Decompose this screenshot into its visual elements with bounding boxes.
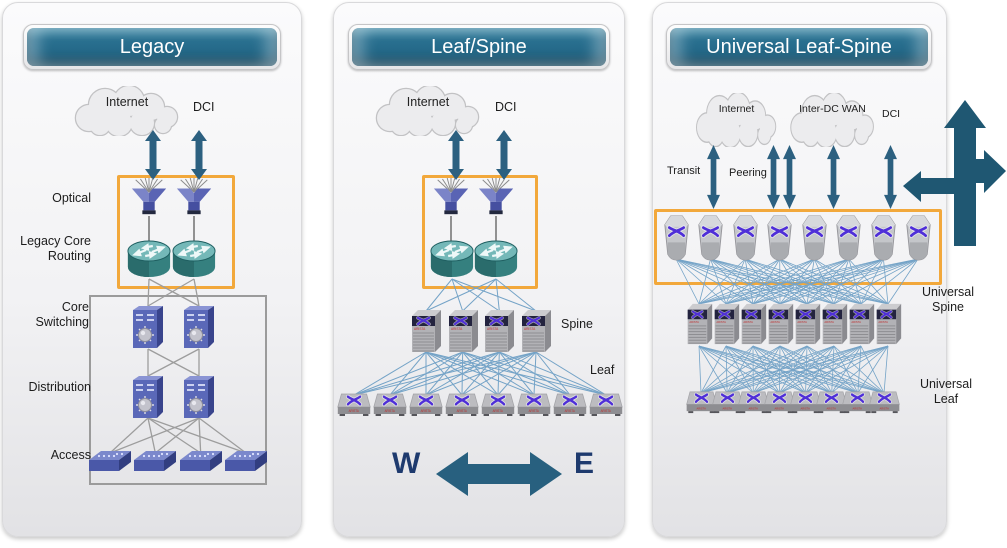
inter-dc-wan-cloud: Inter-DC WAN xyxy=(784,93,881,147)
double-arrow xyxy=(448,130,464,180)
panel-title: Universal Leaf-Spine xyxy=(706,35,892,58)
universal-spine-router xyxy=(660,213,693,262)
panel-legacy: Legacy Internet DCI Optical Legacy Core … xyxy=(2,2,302,537)
access-switch xyxy=(223,448,269,476)
optical-device xyxy=(175,178,213,218)
peering-label: Peering xyxy=(729,167,767,179)
west-east-arrow xyxy=(436,452,562,496)
spine-label: Spine xyxy=(561,317,593,331)
universal-spine-router xyxy=(729,213,762,262)
cloud-label: Internet xyxy=(105,95,149,109)
spine-switch xyxy=(848,302,875,346)
spine-switch xyxy=(794,302,821,346)
dci-label: DCI xyxy=(882,108,901,120)
leaf-switch xyxy=(336,392,372,418)
spine-switch xyxy=(740,302,767,346)
access-label: Access xyxy=(50,448,91,462)
cloud-label: Internet xyxy=(718,103,755,115)
panel-leaf-spine: Leaf/Spine Internet DCI Spine Leaf W E xyxy=(333,2,625,537)
universal-spine-router xyxy=(694,213,727,262)
spine-switch xyxy=(483,308,515,354)
core-switch xyxy=(130,304,166,350)
connection-lines xyxy=(675,258,919,394)
double-arrow xyxy=(884,145,897,209)
leaf-label: Leaf xyxy=(590,363,615,377)
double-arrow xyxy=(145,130,161,180)
universal-leaf-label: Universal Leaf xyxy=(919,377,973,406)
east-label: E xyxy=(574,447,595,480)
core-router xyxy=(473,239,519,281)
optical-routing-box xyxy=(422,175,538,289)
optical-label: Optical xyxy=(52,191,91,205)
leaf-switch xyxy=(480,392,516,418)
universal-spine-router xyxy=(902,213,935,262)
spine-switch xyxy=(447,308,479,354)
panel-title-bar: Universal Leaf-Spine xyxy=(666,24,932,70)
double-arrow xyxy=(191,130,207,180)
panel-universal-leaf-spine: Universal Leaf-Spine Internet Inter-DC W… xyxy=(652,2,1006,537)
panel-title-bar: Legacy xyxy=(23,24,281,70)
universal-spine-router xyxy=(832,213,865,262)
double-arrow xyxy=(783,145,796,209)
internet-cloud: Internet xyxy=(66,86,188,136)
core-switching-label: Core Switching xyxy=(35,300,90,329)
cloud-label: Inter-DC WAN xyxy=(799,103,866,115)
leaf-switch xyxy=(516,392,552,418)
universal-spine-label: Universal Spine xyxy=(921,285,975,314)
leaf-switch xyxy=(868,390,901,415)
internet-cloud: Internet xyxy=(690,93,783,147)
spine-switch xyxy=(686,302,713,346)
panel-title: Legacy xyxy=(119,35,185,58)
connection-lines xyxy=(109,216,247,454)
universal-spine-router xyxy=(867,213,900,262)
double-arrow xyxy=(707,145,720,209)
universal-spine-router xyxy=(763,213,796,262)
double-arrow xyxy=(767,145,780,209)
leaf-switch xyxy=(372,392,408,418)
junction-arrow xyxy=(903,100,1006,246)
west-label: W xyxy=(392,447,421,480)
dci-label: DCI xyxy=(193,100,215,114)
distribution-label: Distribution xyxy=(28,380,91,394)
universal-spine-router xyxy=(798,213,831,262)
core-switch xyxy=(181,304,217,350)
spine-switch xyxy=(520,308,552,354)
access-switch xyxy=(87,448,133,476)
optical-device xyxy=(432,178,470,218)
optical-device xyxy=(477,178,515,218)
leaf-switch xyxy=(408,392,444,418)
spine-switch xyxy=(713,302,740,346)
access-switch xyxy=(178,448,224,476)
double-arrow xyxy=(496,130,512,180)
spine-switch xyxy=(875,302,902,346)
switching-box xyxy=(89,295,267,485)
access-switch xyxy=(132,448,178,476)
leaf-switch xyxy=(444,392,480,418)
panel-title: Leaf/Spine xyxy=(431,35,527,58)
connection-lines xyxy=(353,216,607,396)
distribution-switch xyxy=(181,374,217,420)
leaf-switch xyxy=(588,392,624,418)
core-router xyxy=(429,239,475,281)
distribution-switch xyxy=(130,374,166,420)
optical-routing-box xyxy=(117,175,235,289)
core-routing-label: Legacy Core Routing xyxy=(20,234,91,263)
leaf-switch xyxy=(552,392,588,418)
spine-switch xyxy=(821,302,848,346)
internet-cloud: Internet xyxy=(367,86,489,136)
double-arrow xyxy=(827,145,840,209)
cloud-label: Internet xyxy=(406,95,450,109)
core-router xyxy=(171,239,217,281)
panel-title-bar: Leaf/Spine xyxy=(348,24,610,70)
spine-switch xyxy=(410,308,442,354)
spine-switch xyxy=(767,302,794,346)
dci-label: DCI xyxy=(495,100,517,114)
optical-device xyxy=(130,178,168,218)
transit-label: Transit xyxy=(667,165,701,177)
core-router xyxy=(126,239,172,281)
